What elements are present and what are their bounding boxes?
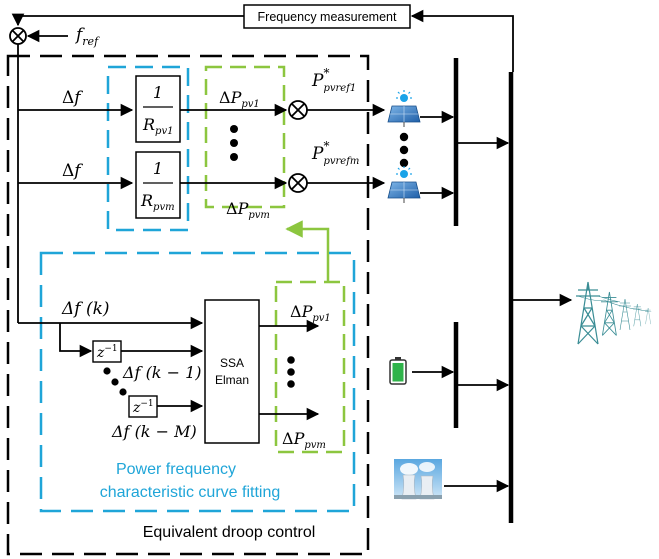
ellipsis-dot <box>287 368 295 376</box>
elman-dppvm-label: ΔPpvm <box>282 429 326 451</box>
droop-control-box <box>6 54 370 556</box>
green-feedback-line <box>285 220 330 282</box>
gain-group-box <box>106 65 190 232</box>
ellipsis-dot <box>119 388 127 396</box>
ellipsis-dot <box>399 158 409 168</box>
delta-f-label-2: Δf <box>62 161 83 181</box>
elman-label: Elman <box>215 373 249 387</box>
gain-pv1-numerator: 1 <box>153 83 163 102</box>
summing-junction <box>9 27 27 45</box>
delta-fkM-label: Δf (k − M) <box>111 422 197 441</box>
ellipsis-dot <box>230 139 238 147</box>
curve-fitting-title-2: characteristic curve fitting <box>100 484 281 501</box>
delta-fk1-label: Δf (k − 1) <box>122 363 202 382</box>
pvref1-label: P*pvref1 <box>311 66 356 94</box>
solar-panel-icon <box>387 90 421 127</box>
gain-pvm-numerator: 1 <box>153 159 163 178</box>
pv-output-box <box>204 65 286 209</box>
gain-block-pvm <box>135 151 181 219</box>
delay-tap-line-1 <box>59 323 93 358</box>
power-plant-icon <box>394 459 442 500</box>
feedback-line-right <box>410 9 514 72</box>
delay-block-2-label: z−1 <box>132 399 154 416</box>
battery-icon <box>389 357 407 385</box>
elman-dppv1-label: ΔPpv1 <box>290 302 331 324</box>
ellipsis-dot <box>399 132 409 142</box>
pvrefm-label: P*pvrefm <box>311 139 359 167</box>
droop-control-title: Equivalent droop control <box>143 524 316 541</box>
gain-pvm-denominator: Rpvm <box>140 191 175 213</box>
gain-pv1-denominator: Rpv1 <box>142 115 173 137</box>
solar-panel-icon <box>387 166 421 203</box>
transmission-tower-icon <box>576 281 652 345</box>
delay-block-1-label: z−1 <box>96 344 118 361</box>
dppv1-label: ΔPpv1 <box>219 88 260 110</box>
ellipsis-dot <box>111 378 119 386</box>
dppvm-label: ΔPpvm <box>226 199 270 221</box>
feedback-line-left <box>11 13 244 27</box>
curve-fitting-box <box>39 251 356 513</box>
ssa-label: SSA <box>220 356 244 370</box>
elman-output-box <box>274 280 346 454</box>
ellipsis-dot <box>230 153 238 161</box>
multiplier-2 <box>288 173 308 193</box>
ellipsis-dot <box>399 145 409 155</box>
delta-fk-label: Δf (k) <box>61 299 110 319</box>
curve-fitting-title-1: Power frequency <box>116 461 236 478</box>
frequency-measurement-label: Frequency measurement <box>258 10 397 24</box>
ellipsis-dot <box>287 356 295 364</box>
gain-block-pv1 <box>135 75 181 143</box>
fref-label: fref <box>74 25 100 48</box>
multiplier-1 <box>288 100 308 120</box>
ellipsis-dot <box>287 380 295 388</box>
ellipsis-dot <box>103 367 111 375</box>
delta-f-label-1: Δf <box>62 88 83 108</box>
ssa-elman-block <box>204 299 260 444</box>
ellipsis-dot <box>230 125 238 133</box>
